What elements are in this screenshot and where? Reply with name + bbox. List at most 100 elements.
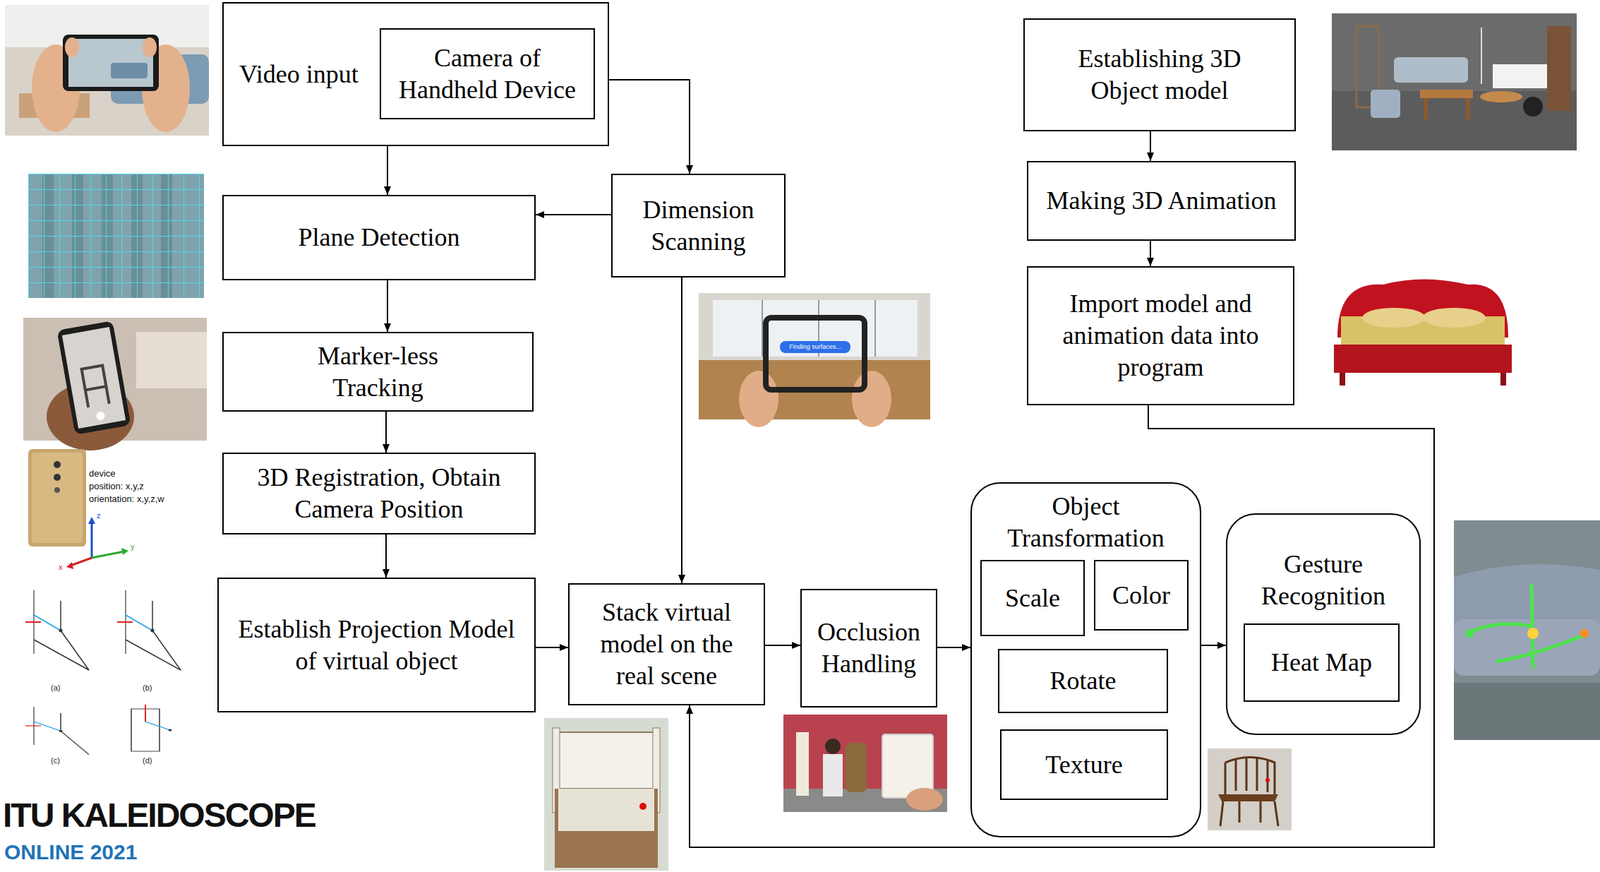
logo-text: ITU KALEIDOSCOPE [2,796,316,835]
thumb [64,37,80,58]
screen-sofa [110,62,148,79]
shutter-button [95,410,106,421]
flow-arrow [1149,131,1152,161]
box-label: Color [1112,579,1171,612]
detected-grid [28,173,204,298]
device-photo [28,448,87,547]
logo-text: ONLINE 2021 [4,839,137,864]
camera-lens [53,460,61,468]
option-box: Color [1093,559,1189,631]
box-label: Rotate [1050,664,1117,697]
flow-arrow [1149,240,1152,267]
photo-ground [1207,748,1292,830]
process-box: Establishing 3D Object model [1023,18,1296,132]
box-label: Establishing 3D Object model [1053,43,1266,107]
table [1420,89,1473,99]
flow-arrow [385,411,387,453]
projection-line [152,630,181,670]
marker-dot [639,802,647,810]
lamp [1480,27,1483,84]
sofa [1393,57,1469,83]
hand [851,370,892,427]
box-label: Plane Detection [298,221,461,254]
thumb [142,37,157,58]
person-head [825,738,841,754]
floor [1331,91,1577,151]
box-label: Marker-less Tracking [293,340,463,404]
process-box: Making 3D Animation [1026,160,1296,241]
process-box: Import model and animation data into pro… [1026,266,1295,406]
projection-line [60,630,89,670]
box-label: Making 3D Animation [1046,184,1277,217]
y-axis [91,551,125,558]
box-label: Dimension Scanning [619,194,778,258]
input-box: Video input Camera of Handheld Device [222,2,610,147]
box-label: Scale [1005,582,1061,615]
process-box: Stack virtual model on the real scene [568,582,766,706]
normal-line [151,600,154,631]
box-label: Video input [239,58,359,91]
annotation-text: orientation: x,y,z,w [88,494,165,505]
plane-grid-photo [28,173,204,298]
bed-photo [544,717,669,871]
axes-symbol [66,516,129,569]
flow-arrow [689,405,1435,847]
point [168,729,173,732]
armchair [1370,89,1401,118]
heat-spot [1527,627,1539,639]
projection-figures [25,590,181,755]
process-box: 3D Registration, Obtain Camera Position [222,452,536,535]
heat-trace [1468,583,1589,669]
photo-ground [544,717,669,871]
phone-photo [4,4,209,136]
figure-label: (d) [142,755,152,766]
heat-spot [1580,628,1589,638]
bed [1492,64,1550,89]
camera-lens [53,473,61,481]
device-face [31,452,83,543]
bed-model [1333,279,1512,387]
flow-arrow [386,280,389,332]
flow-arrow [535,646,569,648]
point [59,729,63,732]
chair-photo [1207,748,1292,830]
figure-c [25,706,89,755]
box-label: Establish Projection Model of virtual ob… [235,613,519,677]
bed-cover [558,788,655,831]
group-box: Gesture RecognitionHeat Map [1225,513,1421,735]
process-box: Camera of Handheld Device [379,28,595,120]
figure-label: (b) [142,683,152,693]
occlusion-photo [783,714,948,812]
group-box: Object TransformationScaleColorRotateTex… [970,482,1202,838]
process-box: Dimension Scanning [611,173,786,278]
bed-leg [1500,372,1507,386]
heat-spot [1465,628,1474,638]
marker-dot [1265,777,1270,783]
box-label: Camera of Handheld Device [388,42,587,106]
sofa-seat [1453,618,1600,676]
process-box: Plane Detection [222,194,536,281]
phone-left [796,731,809,796]
round-table [1480,91,1523,103]
point [151,628,155,633]
normal-line [59,712,62,731]
chair-on-screen [81,365,110,408]
headboard [558,731,655,789]
box-label: Heat Map [1271,646,1373,679]
pillow [1422,307,1486,328]
hand [906,787,943,811]
bed-leg [1339,372,1346,386]
process-box: Marker-less Tracking [222,331,534,412]
device-body [28,448,87,547]
camera-lens [54,486,60,493]
figure-a [25,590,89,670]
flow-arrow [385,534,387,578]
hand [738,370,779,427]
connector-group [386,79,1435,847]
table-leg [1423,98,1428,120]
x-axis [70,557,92,566]
statue [845,742,867,792]
flow-arrow [535,213,612,216]
flow-arrow [386,146,389,195]
window-bar [761,299,763,357]
